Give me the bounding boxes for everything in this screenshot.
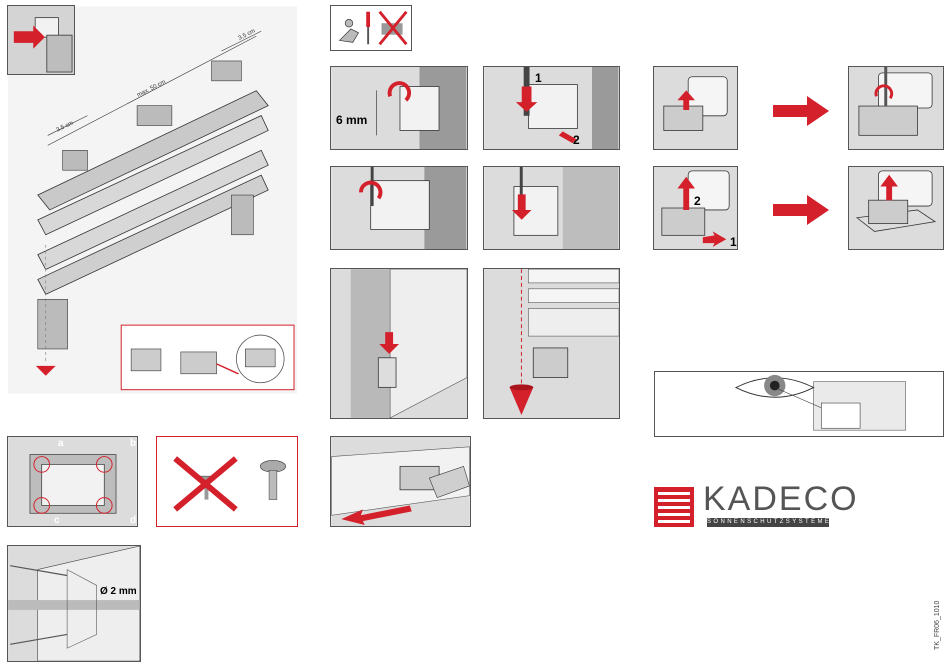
corner-a-label: a (58, 438, 64, 449)
step-panel-push-down (483, 166, 620, 250)
brand-logo (654, 487, 694, 527)
corner-c-label: c (54, 515, 60, 526)
step-panel-cover-screw (848, 66, 944, 150)
screwdriver-icon (366, 12, 370, 45)
step-panel-rail-insert (330, 268, 468, 419)
brand-tagline: SONNENSCHUTZSYSTEME (707, 518, 829, 527)
no-countersunk-screw-icon (175, 459, 236, 510)
brand-name: KADECO (703, 482, 859, 516)
step-panel-depth: 6 mm (330, 66, 468, 150)
arrow-right-icon-2 (773, 195, 829, 230)
corner-bracket-icon (8, 6, 74, 74)
drill-hole-panel: Ø 2 mm (7, 545, 141, 662)
eye-icon (736, 375, 814, 397)
hand-tool-icon (339, 19, 358, 42)
no-drill-icon (380, 12, 407, 45)
screw-type-panel (156, 436, 298, 527)
tools-panel (330, 5, 412, 51)
release-step-1: 1 (730, 235, 737, 249)
step-panel-lift-cover (848, 166, 944, 250)
release-step-2: 2 (694, 194, 701, 208)
pan-head-screw-icon (260, 460, 285, 499)
corner-b-label: b (130, 438, 136, 449)
drill-size-label: Ø 2 mm (100, 586, 137, 597)
corner-detail-thumbnail (7, 5, 75, 75)
step-panel-plumb-line (483, 268, 620, 419)
arrow-right-icon (773, 96, 829, 131)
document-code: TK_FR06_1010 (934, 601, 941, 650)
inspection-panel (654, 371, 944, 437)
window-corners-panel: a b c d (7, 436, 138, 527)
step-panel-slide-in: 1 2 (483, 66, 620, 150)
step-number-2: 2 (573, 133, 580, 147)
step-panel-release: 2 1 (653, 166, 738, 250)
step-panel-cover-lift (653, 66, 738, 150)
step-panel-rotate (330, 166, 468, 250)
step-number-1: 1 (535, 71, 542, 85)
slide-cover-panel (330, 436, 471, 527)
depth-label: 6 mm (336, 113, 367, 127)
corner-d-label: d (130, 515, 136, 526)
brand-stripes-icon (654, 487, 694, 527)
